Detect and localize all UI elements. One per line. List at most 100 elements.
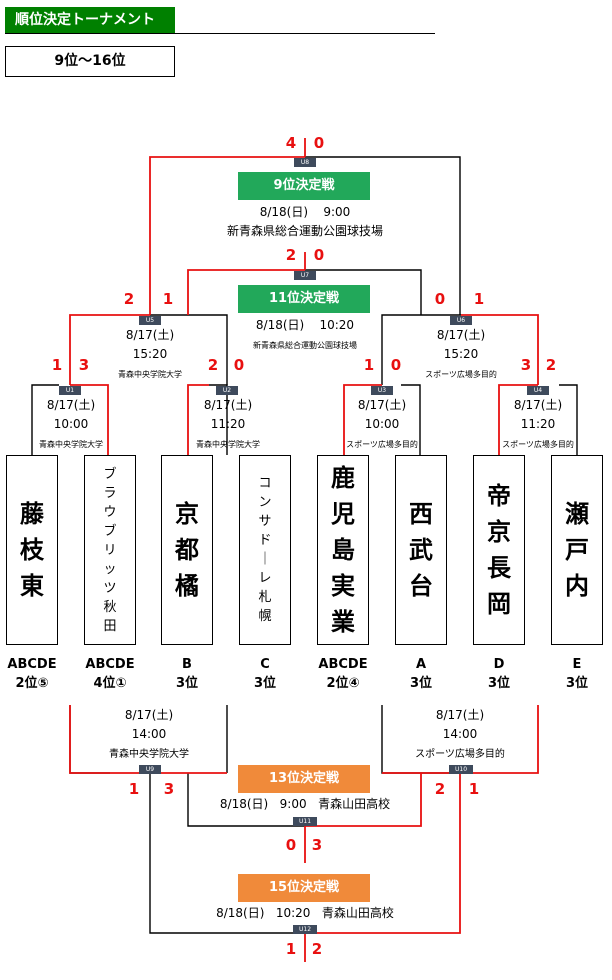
match-date-u3: 8/17(土) <box>357 398 407 412</box>
score-u7-left: 2 <box>285 246 297 264</box>
match-tag-u1: U1 <box>59 386 81 395</box>
match-venue-u6: スポーツ広場多目的 <box>425 370 497 379</box>
match-time-u5: 15:20 <box>132 347 168 361</box>
match-time-u9: 14:00 <box>131 727 167 741</box>
score-u12-left: 1 <box>285 940 297 958</box>
match-tag-u3: U3 <box>371 386 393 395</box>
team-box-3: 京都橘 <box>161 455 213 645</box>
team-rank: 2位④ <box>326 676 360 691</box>
team-name-char: コ <box>258 476 272 491</box>
team-box-5: 鹿児島実業 <box>317 455 369 645</box>
score-u1-left: 1 <box>51 356 63 374</box>
score-u1-right: 3 <box>78 356 90 374</box>
team-box-7: 帝京長岡 <box>473 455 525 645</box>
match-info-u3: 8/17(土) 10:00 スポーツ広場多目的 <box>336 396 428 453</box>
match-venue-u3: スポーツ広場多目的 <box>346 440 418 449</box>
match-tag-u10: U10 <box>449 765 473 774</box>
team-rank: 3位 <box>175 676 199 691</box>
match-info-u6: 8/17(土) 15:20 スポーツ広場多目的 <box>406 326 516 383</box>
team-name-char: 西 <box>409 500 433 528</box>
line-u12-right <box>305 773 461 934</box>
match-time-u2: 11:20 <box>210 417 246 431</box>
line-u7-left <box>187 269 305 315</box>
match-date-u4: 8/17(土) <box>513 398 563 412</box>
line-u6-left <box>381 314 461 385</box>
score-u2-right: 0 <box>233 356 245 374</box>
line-u5-right <box>150 314 228 385</box>
score-u2-left: 2 <box>207 356 219 374</box>
team-name-char: ツ <box>103 580 117 596</box>
team-name-char: ブ <box>103 523 117 539</box>
score-u8-right: 0 <box>313 134 325 152</box>
match-date-u1: 8/17(土) <box>46 398 96 412</box>
score-u7-right: 0 <box>313 246 325 264</box>
score-u10-left: 2 <box>434 780 446 798</box>
match-time-u7: 10:20 <box>319 318 355 332</box>
score-u5-right: 1 <box>162 290 174 308</box>
line-u8-left <box>149 156 305 315</box>
team-name-char: 業 <box>331 608 355 636</box>
score-u4-left: 3 <box>520 356 532 374</box>
team-box-2: ブラウブリッツ秋田 <box>84 455 136 645</box>
team-name-char: 幌 <box>258 609 272 624</box>
score-u9-left: 1 <box>128 780 140 798</box>
match-time-u4: 11:20 <box>520 417 556 431</box>
score-u11-left: 0 <box>285 836 297 854</box>
team-name-char: 東 <box>20 572 44 600</box>
team-name-char: ウ <box>103 504 117 520</box>
team-group: ABCDE <box>7 657 57 672</box>
team-box-4: コンサド｜レ札幌 <box>239 455 291 645</box>
match-tag-u4: U4 <box>527 386 549 395</box>
score-u3-left: 1 <box>363 356 375 374</box>
match-label-u8: 9位決定戦 <box>238 172 370 200</box>
line-u7-right <box>305 269 422 315</box>
match-venue-u7: 新青森県総合運動公園球技場 <box>253 341 357 350</box>
match-time-u3: 10:00 <box>364 417 400 431</box>
match-info-u8: 8/18(日) 9:00 新青森県総合運動公園球技場 <box>200 203 410 241</box>
match-date-u12: 8/18(日) <box>216 906 265 920</box>
match-venue-u11: 青森山田高校 <box>318 797 391 811</box>
match-tag-u8: U8 <box>294 158 316 167</box>
line-u6-right <box>461 314 539 385</box>
line-u4-left <box>498 384 538 455</box>
team-group: C <box>260 657 270 672</box>
team-group: B <box>182 657 192 672</box>
match-info-u4: 8/17(土) 11:20 スポーツ広場多目的 <box>492 396 584 453</box>
match-venue-u4: スポーツ広場多目的 <box>502 440 574 449</box>
score-u6-left: 0 <box>434 290 446 308</box>
team-rank: 4位① <box>93 676 127 691</box>
line-u8-right <box>305 156 461 315</box>
team-box-1: 藤枝東 <box>6 455 58 645</box>
match-label-u11: 13位決定戦 <box>238 765 370 793</box>
match-tag-u12: U12 <box>293 925 317 934</box>
score-u3-right: 0 <box>390 356 402 374</box>
match-venue-u2: 青森中央学院大学 <box>196 440 260 449</box>
page-title: 順位決定トーナメント <box>5 7 175 33</box>
match-venue-u9: 青森中央学院大学 <box>109 749 189 760</box>
team-name-char: サ <box>258 514 272 529</box>
team-name-char: 戸 <box>565 536 589 564</box>
match-date-u10: 8/17(土) <box>435 708 485 722</box>
team-name-char: 京 <box>175 500 199 528</box>
team-group: E <box>572 657 582 672</box>
match-venue-u1: 青森中央学院大学 <box>39 440 103 449</box>
team-seed-3: B 3位 <box>156 655 218 693</box>
match-time-u12: 10:20 <box>275 906 311 920</box>
line-u3-left <box>343 384 382 455</box>
match-label-u7: 11位決定戦 <box>238 285 370 313</box>
match-date-u11: 8/18(日) <box>219 797 269 811</box>
score-u8-left: 4 <box>285 134 297 152</box>
team-name-char: 実 <box>331 572 355 600</box>
team-name-char: 岡 <box>487 590 511 618</box>
team-name-char: 秋 <box>103 599 117 615</box>
team-name-char: 内 <box>565 572 589 600</box>
bracket-range-label: 9位～16位 <box>5 46 175 77</box>
line-u9-left-red <box>69 705 150 774</box>
team-name-char: ブ <box>103 466 117 482</box>
